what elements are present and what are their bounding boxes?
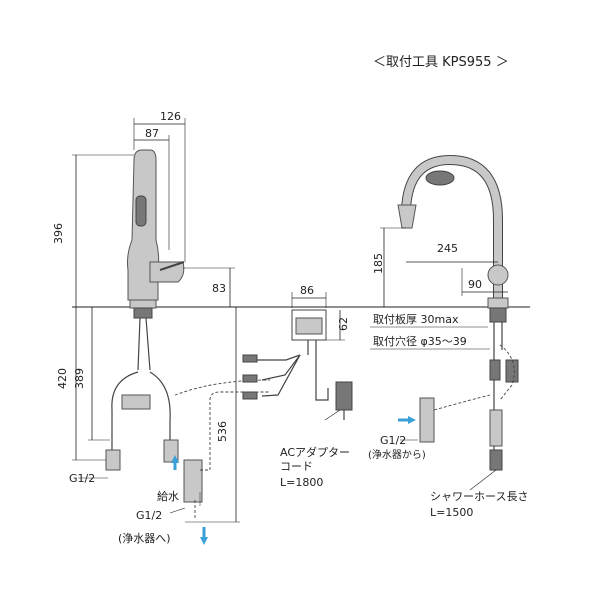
label-supply-water: 給水: [157, 489, 179, 503]
label-ac-cord: コード: [280, 460, 313, 473]
label-ac-length: L=1800: [280, 476, 323, 489]
supply-hoses: [105, 317, 271, 520]
label-g12-left: G1/2: [69, 472, 95, 485]
dim-62: 62: [337, 317, 350, 331]
dim-87: 87: [145, 127, 159, 140]
purifier-connection: [419, 394, 491, 443]
label-g12-bottom: G1/2: [136, 509, 162, 522]
label-hole-diameter: 取付穴径 φ35～39: [373, 334, 467, 348]
dim-536: 536: [216, 421, 229, 442]
label-g12-right: G1/2: [380, 434, 406, 447]
dim-389: 389: [73, 368, 86, 389]
label-ac-adapter: ACアダプター: [280, 445, 350, 459]
dim-245: 245: [437, 242, 458, 255]
dim-90: 90: [468, 278, 482, 291]
dim-83: 83: [212, 282, 226, 295]
drawing-title: ＜取付工具 KPS955 ＞: [373, 55, 509, 70]
faucet-side-view: [127, 149, 185, 319]
supply-arrow-icon: [171, 455, 179, 463]
ac-adapter: [315, 340, 353, 420]
label-to-purifier: (浄水器へ): [118, 531, 171, 545]
dim-86: 86: [300, 284, 314, 297]
label-shower-hose-length: L=1500: [430, 506, 473, 519]
dim-126: 126: [160, 110, 181, 123]
purifier-inlet-arrow-icon: [408, 416, 416, 424]
label-from-purifier: (浄水器から): [368, 448, 426, 461]
label-board-thickness: 取付板厚 30max: [373, 312, 459, 326]
control-box: [242, 309, 327, 400]
dim-396: 396: [52, 223, 65, 244]
faucet-front-view: [397, 154, 509, 323]
outlet-arrow-icon: [200, 537, 208, 545]
dim-185: 185: [372, 253, 385, 274]
dim-420: 420: [56, 368, 69, 389]
label-shower-hose: シャワーホース長さ: [430, 490, 528, 503]
shower-hose: [489, 322, 519, 471]
